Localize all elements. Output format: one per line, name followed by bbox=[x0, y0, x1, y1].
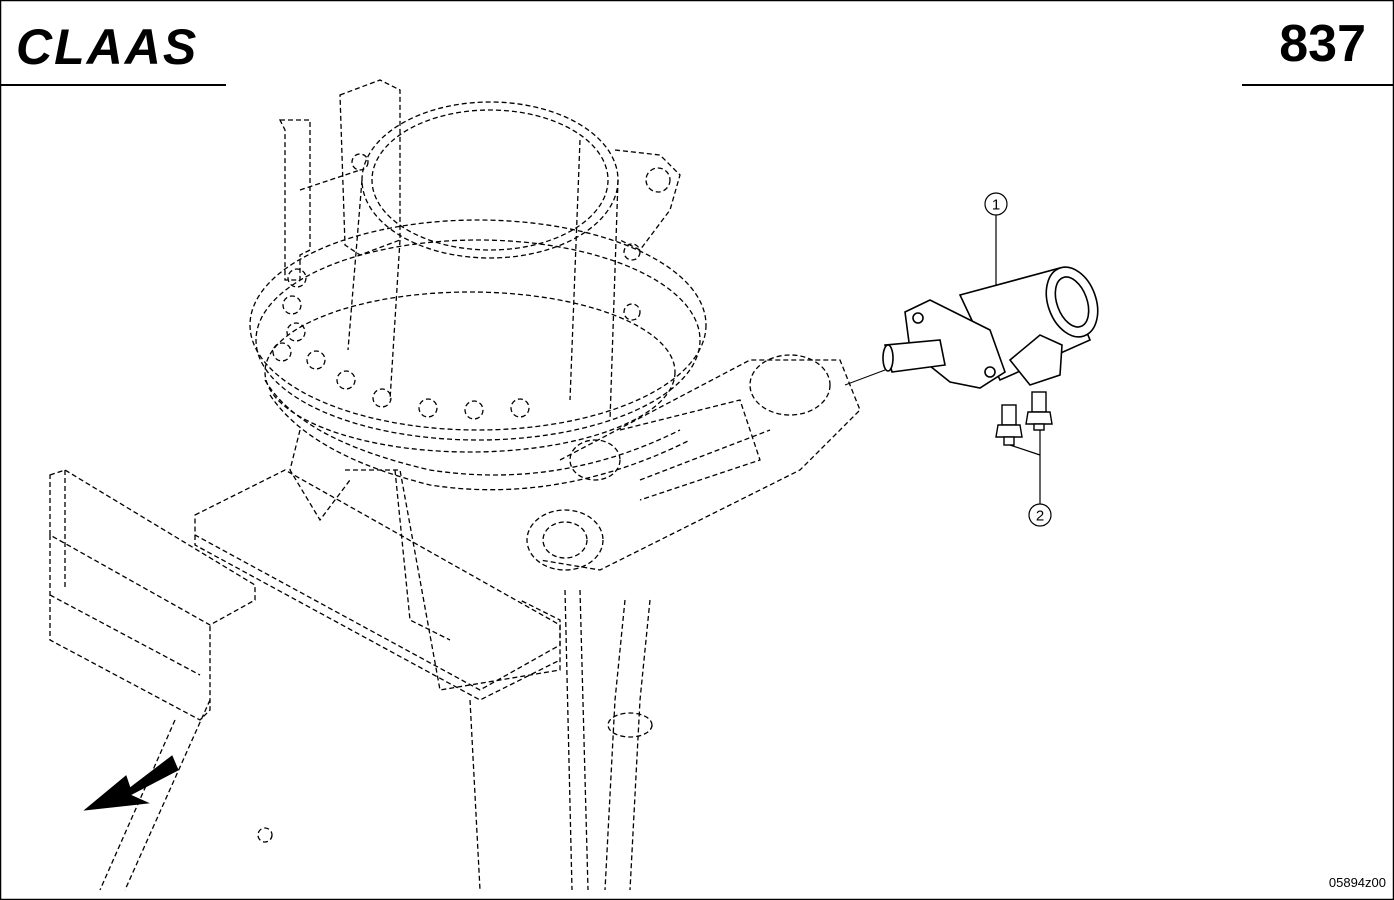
direction-arrow bbox=[83, 755, 179, 811]
figure-code: 05894z00 bbox=[1328, 875, 1386, 890]
callout-1 bbox=[984, 192, 1008, 285]
brand-logo-text: CLAAS bbox=[16, 19, 198, 74]
brand-logo: CLAAS bbox=[16, 19, 198, 74]
fittings-part bbox=[995, 391, 1053, 446]
hydraulic-cylinder-part bbox=[844, 266, 1099, 389]
callout-2-label: 2 bbox=[1036, 508, 1044, 525]
callout-2 bbox=[1009, 430, 1052, 527]
callout-1-label: 1 bbox=[992, 197, 1000, 214]
page-number: 837 bbox=[1279, 15, 1366, 73]
context-structure bbox=[49, 79, 861, 891]
